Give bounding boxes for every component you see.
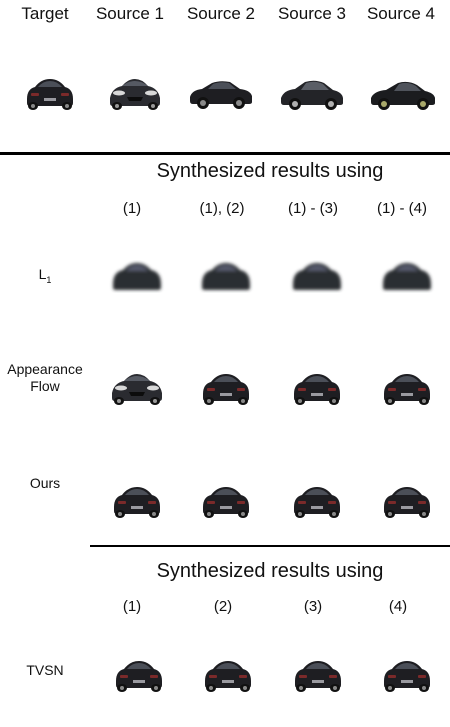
- header-source3-label: Source 3: [277, 4, 347, 23]
- row-label-appearance-flow: Appearance Flow: [0, 361, 90, 395]
- section1-title: Synthesized results using: [156, 160, 384, 182]
- source1-car-image: [100, 68, 170, 114]
- header-source4-label: Source 4: [366, 4, 436, 23]
- row-label-l1-sub: 1: [46, 274, 52, 285]
- row-label-l1: L1: [0, 266, 90, 289]
- l1-result-1: [102, 252, 172, 298]
- row-label-flow: Flow: [30, 378, 60, 394]
- header-target-label: Target: [21, 4, 69, 23]
- section2-col4-label: (4): [388, 598, 408, 615]
- section1-col3-label: (1) - (3): [288, 200, 338, 217]
- ours-result-1: [102, 476, 172, 522]
- section-divider-bottom: [90, 545, 450, 547]
- section2-col3-label: (3): [303, 598, 323, 615]
- source3-car-image: [277, 68, 347, 114]
- ours-result-4: [372, 476, 442, 522]
- appearance-flow-result-3: [282, 363, 352, 409]
- section-divider-top: [0, 152, 450, 155]
- row-label-appearance: Appearance: [7, 361, 83, 377]
- l1-result-2: [191, 252, 261, 298]
- row-label-ours: Ours: [29, 475, 61, 491]
- tvsn-result-3: [283, 650, 353, 696]
- appearance-flow-result-4: [372, 363, 442, 409]
- section1-col1-label: (1): [122, 200, 142, 217]
- l1-result-4: [372, 252, 442, 298]
- source4-car-image: [368, 68, 438, 114]
- ours-result-2: [191, 476, 261, 522]
- row-label-l1-main: L: [38, 266, 47, 282]
- section2-col2-label: (2): [213, 598, 233, 615]
- tvsn-result-2: [193, 650, 263, 696]
- section2-title: Synthesized results using: [156, 560, 384, 582]
- appearance-flow-result-1: [102, 363, 172, 409]
- l1-result-3: [282, 252, 352, 298]
- header-source1-label: Source 1: [95, 4, 165, 23]
- ours-result-3: [282, 476, 352, 522]
- tvsn-result-4: [372, 650, 442, 696]
- row-label-tvsn: TVSN: [26, 662, 64, 678]
- source2-car-image: [186, 68, 256, 114]
- section2-col1-label: (1): [122, 598, 142, 615]
- section1-col4-label: (1) - (4): [377, 200, 427, 217]
- appearance-flow-result-2: [191, 363, 261, 409]
- header-source2-label: Source 2: [186, 4, 256, 23]
- section1-col2-label: (1), (2): [199, 200, 245, 217]
- tvsn-result-1: [104, 650, 174, 696]
- target-car-image: [15, 68, 85, 114]
